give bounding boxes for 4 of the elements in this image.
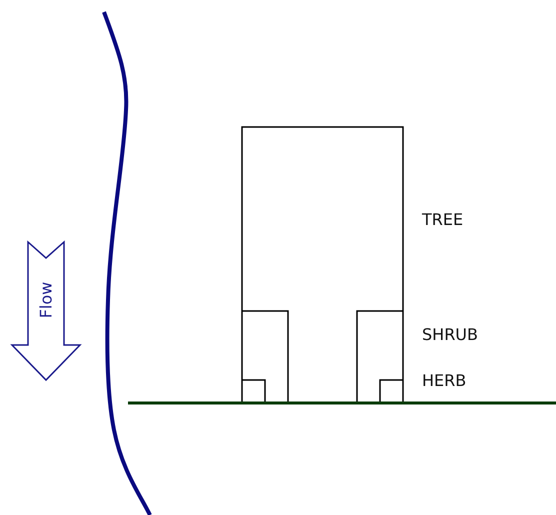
layer-label: TREE	[422, 212, 464, 228]
layer-label: HERB	[422, 373, 466, 389]
layer-label: SHRUB	[422, 327, 478, 343]
flow-label: Flow	[38, 282, 54, 318]
